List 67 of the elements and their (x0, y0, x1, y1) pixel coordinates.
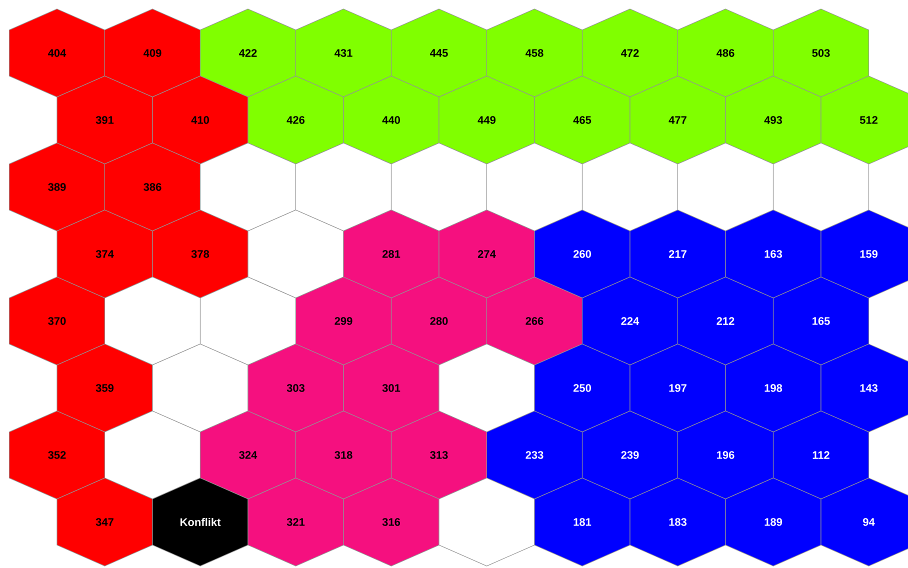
hex-cell: 112 (772, 410, 870, 500)
hex-cell: 281 (343, 210, 440, 298)
hex-cell: 503 (772, 8, 870, 98)
hex-cell: 318 (295, 410, 392, 500)
hex-cell: 197 (630, 344, 726, 432)
hex-cell: 321 (248, 478, 344, 566)
hex-cell: 465 (534, 76, 630, 164)
hex-cell: 198 (725, 344, 822, 432)
hex-cell: 440 (343, 76, 440, 164)
hex-cell: 404 (8, 8, 106, 98)
hex-cell: 458 (486, 8, 583, 98)
hex-cell: 431 (295, 8, 392, 98)
node-label: 181 (574, 518, 592, 526)
node-label: 159 (860, 250, 878, 258)
hex-cell: 374 (56, 210, 153, 298)
hex-cell: 359 (56, 344, 153, 432)
hex-cell: 422 (200, 8, 296, 98)
node-label: 189 (764, 518, 782, 526)
hex-cell: 301 (343, 344, 440, 432)
hex-cell: 347 (56, 478, 153, 566)
hex-cell: Konflikt (152, 478, 248, 566)
hex-cell: 299 (295, 276, 392, 366)
hex-cell: 378 (152, 210, 248, 298)
hex-cell: 324 (200, 410, 296, 500)
hex-cell: 409 (104, 8, 201, 98)
hex-cell: 159 (820, 210, 908, 298)
hex-cell: 316 (343, 478, 440, 566)
hex-cell: 512 (820, 76, 908, 164)
node-label: 512 (860, 116, 878, 124)
hex-cell: 163 (725, 210, 822, 298)
node-label: 183 (669, 518, 687, 526)
hex-cell: 165 (772, 276, 870, 366)
hex-cell: 426 (248, 76, 344, 164)
hex-cell: 94 (820, 478, 908, 566)
hex-cell: 280 (390, 276, 488, 366)
hex-cell: 445 (390, 8, 488, 98)
hex-cell: 143 (820, 344, 908, 432)
hex-cell: 196 (677, 410, 774, 500)
hex-cell: 239 (582, 410, 678, 500)
hex-cell: 181 (534, 478, 630, 566)
hex-cell: 233 (486, 410, 583, 500)
hex-cell: 449 (438, 76, 535, 164)
hex-cell: 189 (725, 478, 822, 566)
hex-cell: 274 (438, 210, 535, 298)
node-label: 321 (286, 518, 305, 526)
hex-cell: 389 (8, 142, 106, 232)
node-label: 94 (863, 518, 875, 526)
hex-cell: 493 (725, 76, 822, 164)
hex-cell: 250 (534, 344, 630, 432)
hex-cell: 391 (56, 76, 153, 164)
hex-cell: 303 (248, 344, 344, 432)
hex-cell: 352 (8, 410, 106, 500)
hex-cell: 212 (677, 276, 774, 366)
hex-cell: 386 (104, 142, 201, 232)
hex-cell: 370 (8, 276, 106, 366)
hex-cell: 486 (677, 8, 774, 98)
node-label: 316 (382, 518, 400, 526)
hex-cell: 183 (630, 478, 726, 566)
hex-cell: 217 (630, 210, 726, 298)
hex-cell: 266 (486, 276, 583, 366)
hex-cell: 260 (534, 210, 630, 298)
node-label: 143 (860, 384, 878, 392)
hex-cell: 313 (390, 410, 488, 500)
hex-cell: 472 (582, 8, 678, 98)
hex-cell: 410 (152, 76, 248, 164)
hex-cell: 477 (630, 76, 726, 164)
hex-cell: 224 (582, 276, 678, 366)
